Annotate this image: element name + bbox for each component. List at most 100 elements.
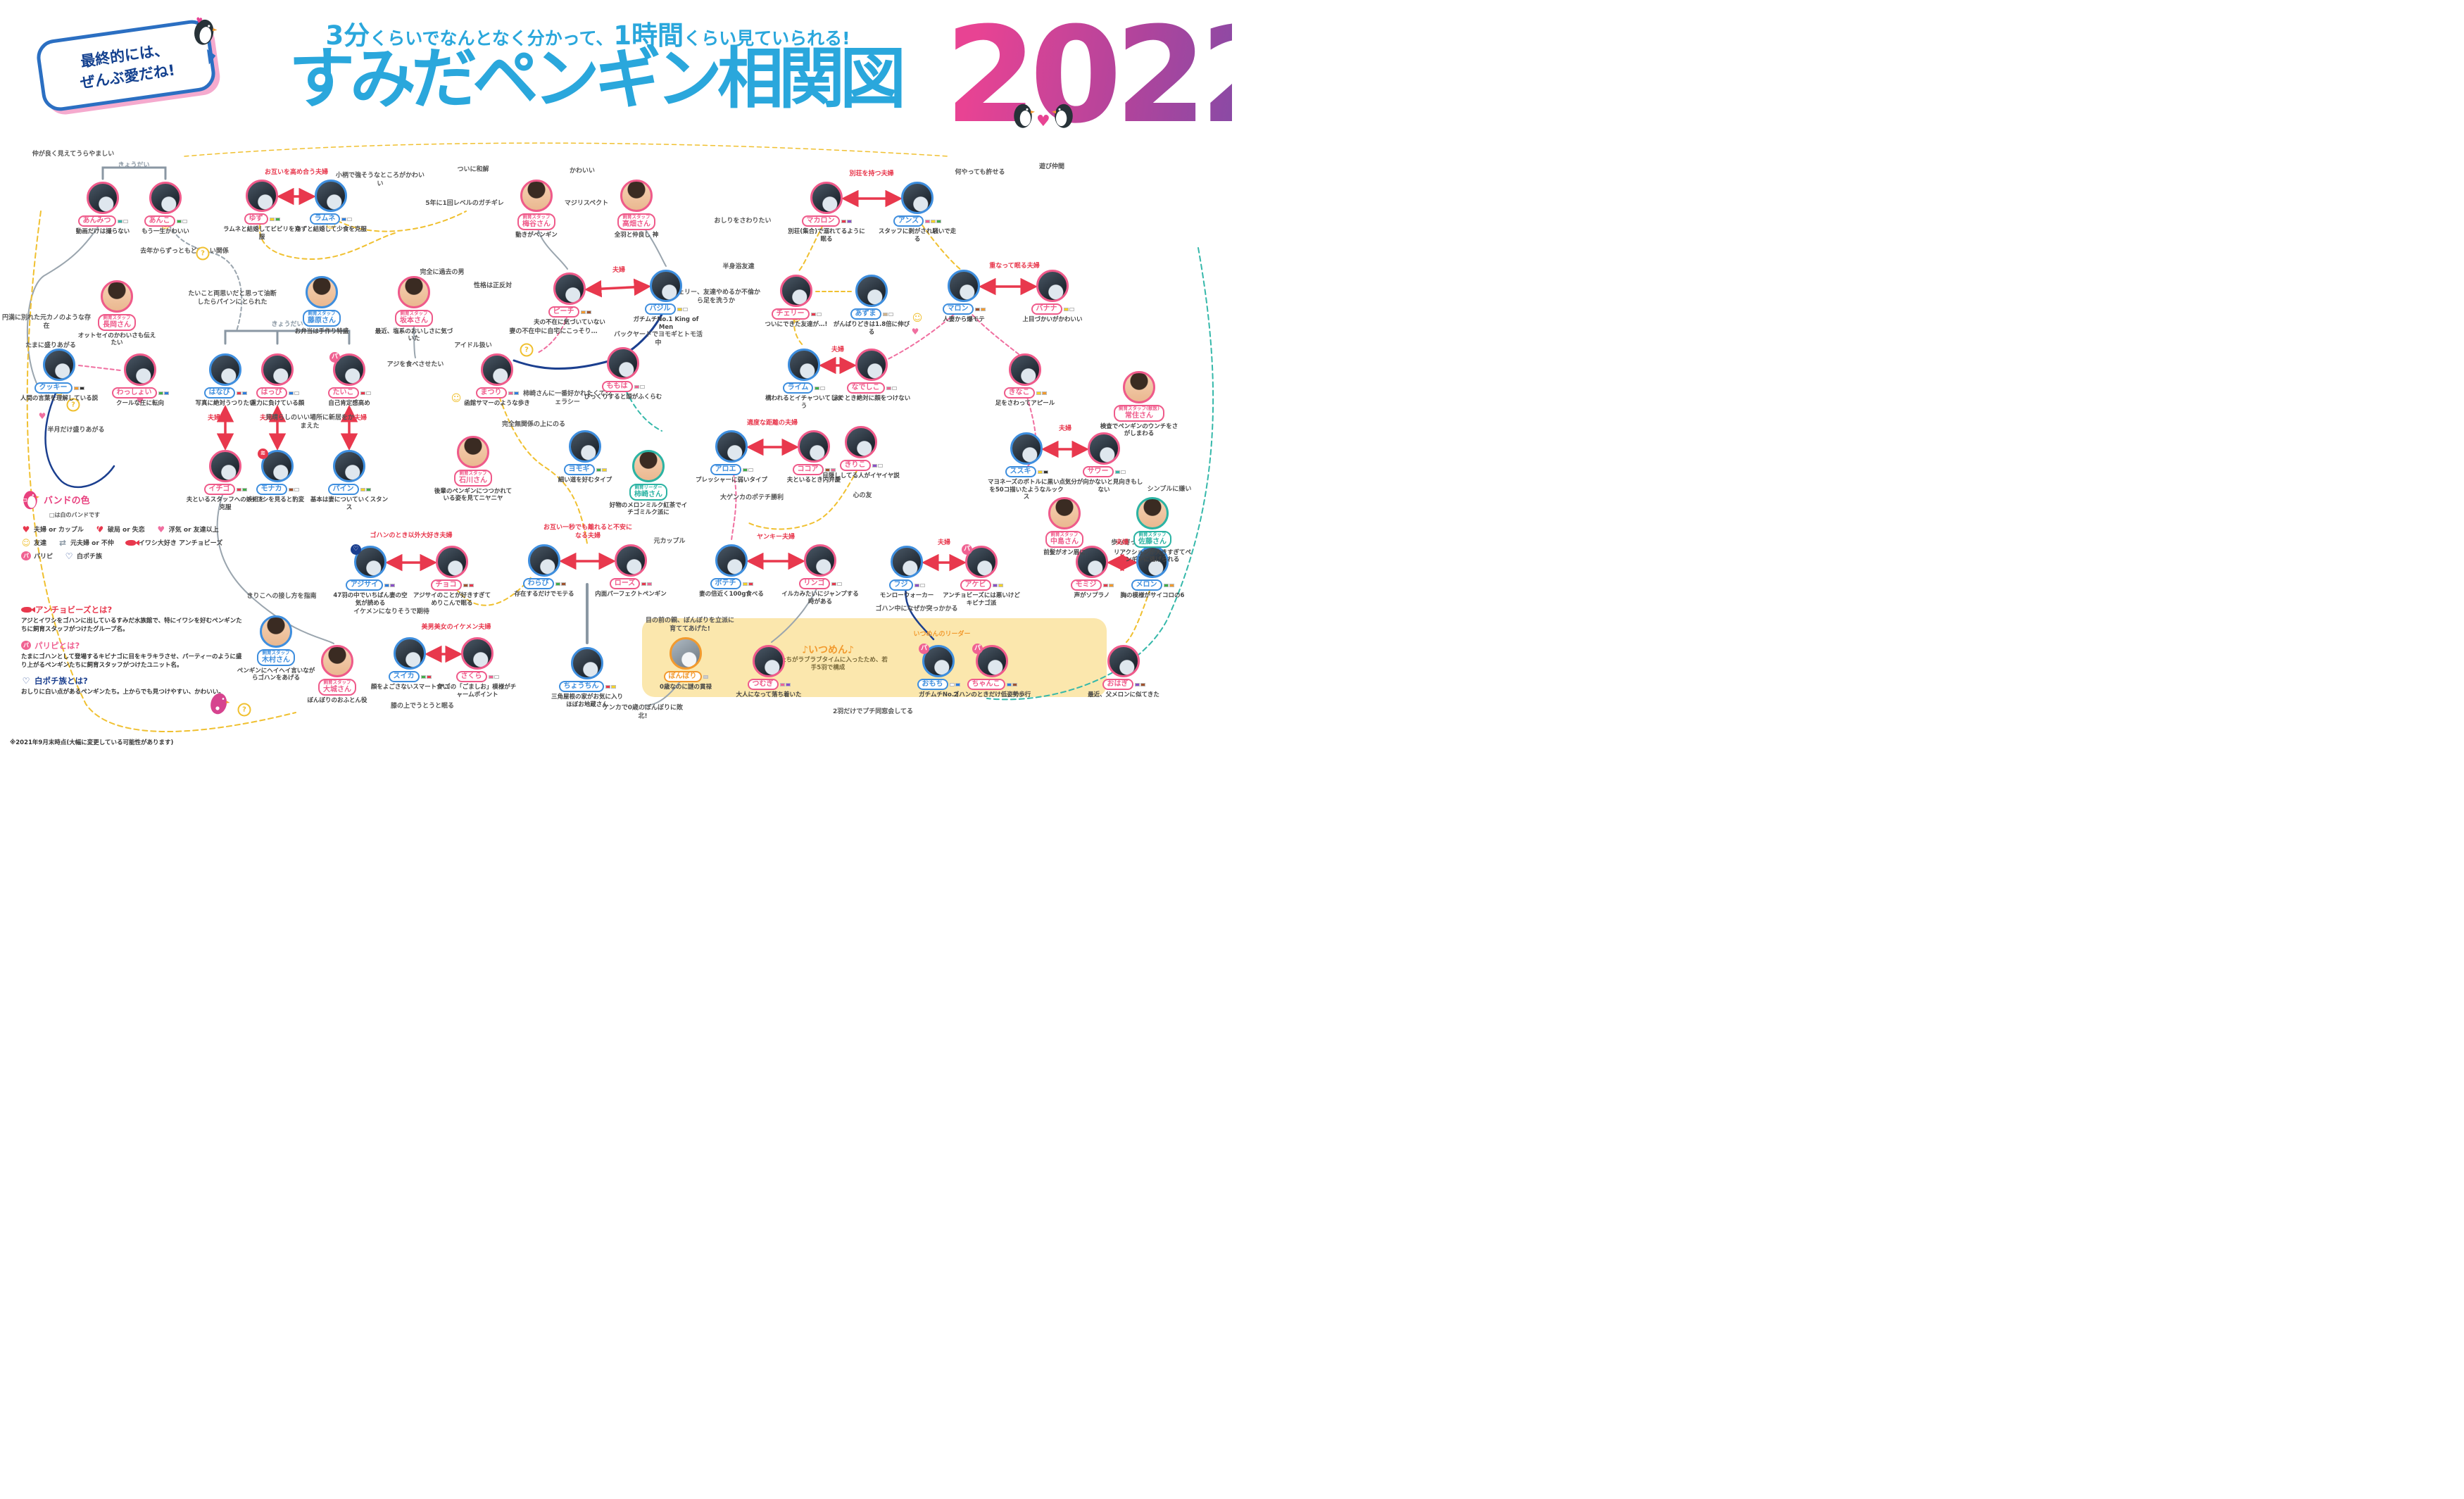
staff-node-kakizaki: 飼育リーダー柿崎さん好物のメロンミルク紅茶でイチゴミルク派に xyxy=(609,450,688,517)
staff-role: 飼育スタッフ xyxy=(1138,532,1167,537)
band-colors xyxy=(580,310,591,314)
node-description: 好物のメロンミルク紅茶でイチゴミルク派に xyxy=(609,501,688,517)
name-row: まつり xyxy=(458,387,536,399)
band-color-square xyxy=(836,582,842,586)
band-color-square xyxy=(841,219,846,223)
penguin-node-ringo: リンゴイルカみたいにジャンプする時がある xyxy=(781,544,860,606)
legend-item-label: 友達 xyxy=(34,540,47,547)
footnote: ※2021年9月末時点(大幅に変更している可能性があります) xyxy=(10,739,174,746)
name-badge: あんみつ xyxy=(77,215,116,227)
name-row: スイカ xyxy=(370,671,449,682)
name-badge: マカロン xyxy=(801,215,840,227)
node-description: 47羽の中でいちばん妻の空気が読める xyxy=(333,592,408,607)
band-color-square xyxy=(275,217,280,221)
penguin-node-banana: バナナ上目づかいがかわいい xyxy=(1013,270,1092,324)
band-color-square xyxy=(390,583,396,587)
legend-item: ♥破局 or 失恋 xyxy=(95,525,145,534)
legend-item-label: パリピ xyxy=(34,553,54,560)
band-color-square xyxy=(360,487,365,491)
penguin-photo xyxy=(788,349,820,381)
staff-role: 飼育スタッフ xyxy=(308,311,336,316)
penguin-node-yuzu: ゆずラムネと結婚してビビリを克服 xyxy=(222,180,301,241)
heart-broken-icon: ♥ xyxy=(95,525,105,534)
band-color-square xyxy=(1120,470,1126,474)
name-badge: バジル xyxy=(644,303,676,315)
band-color-square xyxy=(360,391,365,395)
band-color-square xyxy=(820,386,826,390)
legend-item-label: 元夫婦 or 不仲 xyxy=(70,540,114,547)
penguin-node-ohagi: おはぎ最近、父メロンに似てきた xyxy=(1084,645,1163,699)
relationship-label: おしりをさわりたい xyxy=(714,218,772,225)
band-color-square xyxy=(1012,682,1017,686)
name-row: あんこ xyxy=(126,215,205,227)
node-name: マカロン xyxy=(806,217,835,225)
relationship-label: シンプルに嫌い xyxy=(1147,486,1192,494)
penguin-node-chochin: ちょうちん三角屋根の家がお気に入り ほぼお地蔵さん xyxy=(548,647,627,708)
band-colors xyxy=(555,582,566,586)
name-row: わらび xyxy=(505,578,584,589)
band-color-square xyxy=(703,675,708,679)
name-row: モミジ xyxy=(1052,579,1131,591)
node-description: アゴの「ごましお」模様がチャームポイント xyxy=(438,684,517,698)
node-name: アケビ xyxy=(964,581,986,589)
relationship-label: きりこへの接し方を指南 xyxy=(246,593,317,601)
band-colors xyxy=(886,386,897,390)
name-badge: パイン xyxy=(327,484,359,495)
staff-role: 飼育スタッフ xyxy=(522,214,551,220)
penguin-node-ramune: ラムネゆずと結婚して少食を克服 xyxy=(291,180,370,234)
name-badge: チェリー xyxy=(771,308,810,320)
name-row: アケビ xyxy=(942,579,1021,591)
staff-role: 飼育スタッフ xyxy=(622,214,650,220)
name-badge: サワー xyxy=(1082,466,1114,477)
band-color-square xyxy=(785,682,791,686)
band-colors xyxy=(1114,470,1126,474)
node-name: メロン xyxy=(1136,581,1157,589)
band-color-square xyxy=(513,391,519,395)
node-name: ココア xyxy=(797,465,819,473)
penguin-node-suika: スイカ顔をよごさないスマート食い xyxy=(370,637,449,691)
band-color-square xyxy=(742,582,748,586)
node-name: バジル xyxy=(649,305,671,313)
band-color-square xyxy=(677,307,682,311)
name-badge: ピーチ xyxy=(548,306,579,318)
staff-node-nagaoka: 飼育スタッフ長岡さんオットセイのかわいさも伝えたい xyxy=(77,280,156,347)
name-row: ヨモギ xyxy=(546,464,624,475)
band-color-square xyxy=(347,217,353,221)
node-description: ゴハンのときだけ低姿勢歩行 xyxy=(953,691,1031,698)
band-color-square xyxy=(641,582,647,586)
group-explanation: パパリピとは?たまにゴハンとして登場するキビナゴに目をキラキラさせ、パーティーの… xyxy=(21,640,245,670)
band-color-square xyxy=(236,487,241,491)
node-name: 木村さん xyxy=(262,656,290,664)
band-colors xyxy=(914,583,925,587)
penguin-photo xyxy=(124,353,156,386)
relationship-label: お互いを高め合う夫婦 xyxy=(264,169,329,177)
name-badge: メロン xyxy=(1131,579,1162,591)
year-penguins-illustration: ♥ xyxy=(1011,100,1076,130)
name-row: ローズ xyxy=(591,578,670,589)
node-description: モンローウォーカー xyxy=(879,592,934,599)
relationship-label: チェリー、友達やめるか不倫から足を洗うか xyxy=(672,289,760,304)
node-name: イチゴ xyxy=(208,485,230,493)
band-color-square xyxy=(182,219,187,223)
penguin-node-macaron: マカロン別荘(集合)で溺れてるように眠る xyxy=(787,182,866,243)
staff-node-ishikawa: 飼育スタッフ石川さん後輩のペンギンにつつかれている姿を見てニヤニヤ xyxy=(434,436,513,503)
name-badge: ゆず xyxy=(244,213,268,225)
band-color-square xyxy=(682,307,688,311)
penguin-photo xyxy=(855,275,888,307)
penguin-photo xyxy=(209,450,241,482)
relationship-label: 目の前の親、ぼんぼりを立派に育ててあげた! xyxy=(646,617,735,632)
name-badge: ちゃんこ xyxy=(967,679,1005,690)
svg-text:♥: ♥ xyxy=(195,15,203,25)
penguin-node-chanko: パちゃんこゴハンのときだけ低姿勢歩行 xyxy=(953,644,1031,699)
name-badge: 飼育スタッフ石川さん xyxy=(454,470,492,487)
band-colors xyxy=(779,682,791,686)
band-color-square xyxy=(931,219,936,223)
band-colors xyxy=(742,582,753,586)
group-title: パリピとは? xyxy=(34,640,80,651)
name-row: 飼育リーダー柿崎さん xyxy=(609,484,688,501)
legend-band-title: バンドの色 xyxy=(44,495,90,506)
node-description: ゆずと結婚して少食を克服 xyxy=(295,226,367,233)
band-color-square xyxy=(748,468,753,472)
fish-icon xyxy=(125,539,136,547)
penguin-photo xyxy=(715,430,748,463)
